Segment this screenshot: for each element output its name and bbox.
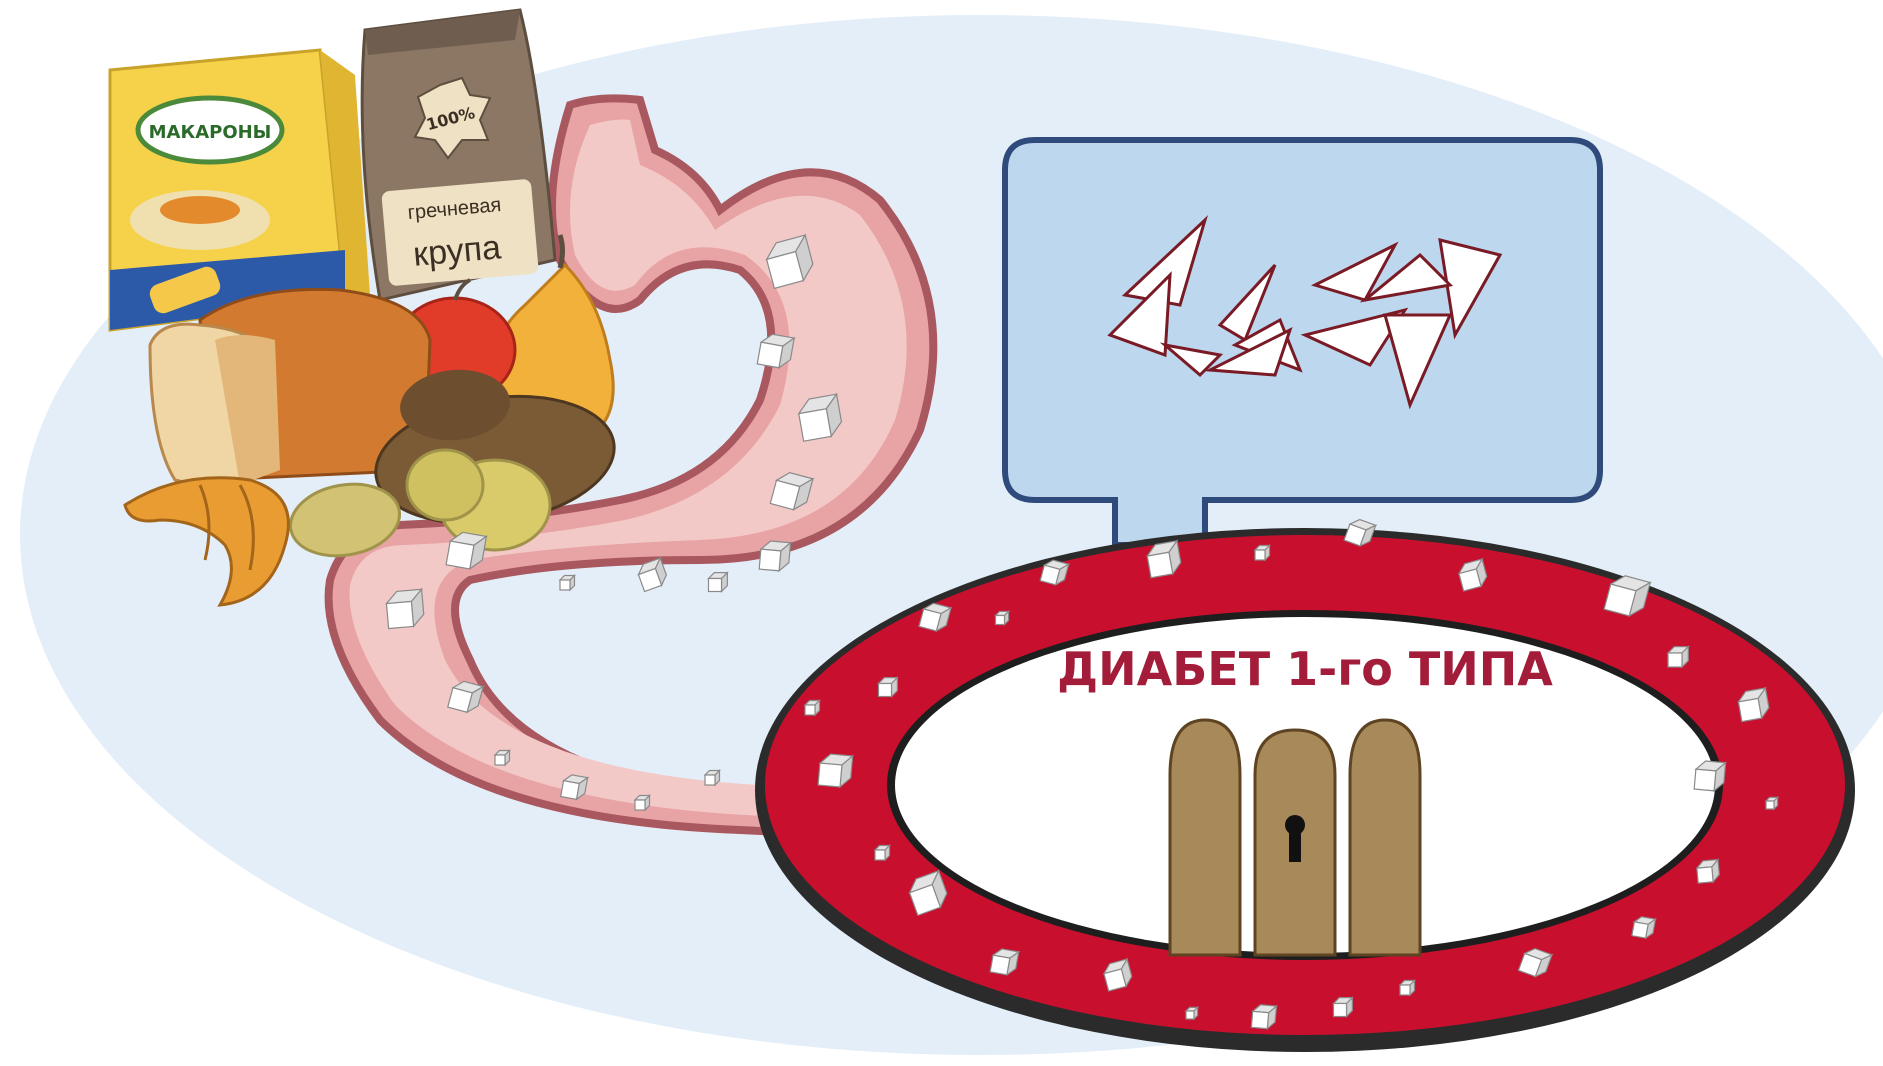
pasta-box: МАКАРОНЫ bbox=[110, 50, 370, 330]
sugar-cube bbox=[560, 576, 575, 591]
sugar-cube bbox=[1186, 1007, 1198, 1019]
speech-bubble bbox=[1005, 140, 1600, 545]
sugar-cube bbox=[1668, 647, 1688, 667]
diabetes-title: ДИАБЕТ 1-го ТИПА bbox=[1057, 642, 1553, 696]
buckwheat-line2: крупа bbox=[412, 228, 503, 274]
sugar-cube bbox=[635, 796, 650, 811]
sugar-cube bbox=[879, 678, 898, 697]
sugar-cube bbox=[495, 751, 510, 766]
sugar-cube bbox=[709, 573, 728, 592]
sugar-cube bbox=[705, 771, 720, 786]
sugar-cube bbox=[1334, 998, 1353, 1017]
buckwheat-bag: 100% гречневая крупа bbox=[362, 10, 555, 300]
closed-door-icon bbox=[1170, 720, 1420, 955]
sugar-cube bbox=[996, 611, 1009, 624]
sugar-cube bbox=[805, 701, 820, 716]
sugar-cube bbox=[875, 846, 890, 861]
pasta-label: МАКАРОНЫ bbox=[149, 122, 272, 143]
sugar-cube bbox=[1255, 546, 1270, 561]
sugar-cube bbox=[1766, 797, 1778, 809]
sugar-cube bbox=[1400, 981, 1415, 996]
